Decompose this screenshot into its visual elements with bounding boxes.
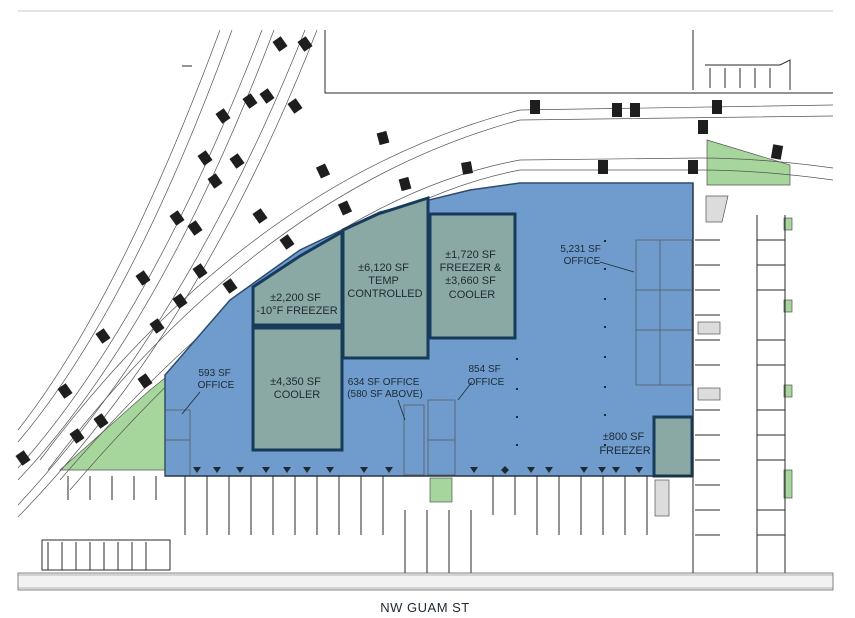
columns: [516, 240, 606, 446]
cooler-4350-line-2: COOLER: [274, 389, 321, 401]
office-854-line-2: OFFICE: [468, 377, 505, 388]
office-593-line-2: OFFICE: [198, 380, 235, 391]
street-name: NW GUAM ST: [380, 600, 470, 615]
space-labels: ±2,200 SF -10°F FREEZER ±6,120 SF TEMP C…: [256, 249, 650, 457]
railroad-ties: [15, 36, 784, 466]
label-freezer-cooler: ±1,720 SF FREEZER & ±3,660 SF COOLER: [440, 249, 505, 301]
north-parking: [182, 30, 833, 94]
freezer-cooler-line-3: ±3,660 SF: [445, 275, 496, 287]
cooler-4350-line-1: ±4,350 SF: [270, 376, 321, 388]
landscape-island-3: [783, 384, 793, 398]
office-854-line-1: 854 SF: [468, 364, 500, 375]
freezer-2200-line-1: ±2,200 SF: [270, 292, 321, 304]
hatched-pads: [654, 195, 729, 517]
south-parking: [41, 475, 693, 573]
rooms: [251, 195, 694, 478]
office-outlines: [164, 239, 693, 477]
freezer-cooler-line-2: FREEZER &: [440, 262, 502, 274]
label-freezer-2200: ±2,200 SF -10°F FREEZER: [256, 292, 337, 317]
freezer-800-line-2: FREEZER: [599, 445, 650, 457]
label-office-634: 634 SF OFFICE (580 SF ABOVE): [347, 377, 423, 400]
label-office-854: 854 SF OFFICE: [468, 364, 505, 388]
office-634-line-1: 634 SF OFFICE: [348, 377, 420, 388]
temp-room-notch: [427, 198, 430, 227]
east-parking: [692, 183, 786, 573]
room-temp-controlled: [341, 195, 430, 360]
office-5231-line-2: OFFICE: [564, 256, 601, 267]
room-freezer-cooler: [428, 212, 517, 340]
room-freezer-2200: [251, 229, 344, 327]
freezer-2200-line-2: -10°F FREEZER: [256, 305, 337, 317]
room-cooler-4350: [251, 326, 344, 452]
office-593-line-1: 593 SF: [198, 368, 230, 379]
label-temp-controlled: ±6,120 SF TEMP CONTROLLED: [347, 262, 422, 300]
freezer-800-line-1: ±800 SF: [603, 431, 645, 443]
label-cooler-4350: ±4,350 SF COOLER: [270, 376, 324, 401]
street-sidewalk: [17, 572, 834, 591]
landscape-west: [59, 377, 166, 471]
temp-6120-line-2: TEMP: [368, 275, 398, 287]
landscape-front-bed: [429, 477, 453, 503]
office-5231-line-1: 5,231 SF: [560, 244, 601, 255]
office-634-line-2: (580 SF ABOVE): [347, 389, 423, 400]
temp-6120-line-3: CONTROLLED: [347, 288, 422, 300]
temp-6120-line-1: ±6,120 SF: [358, 262, 409, 274]
landscape-island-2: [783, 299, 793, 313]
office-labels: 5,231 SF OFFICE 593 SF OFFICE 634 SF OFF…: [198, 244, 603, 400]
room-freezer-800: [652, 415, 694, 478]
label-office-5231: 5,231 SF OFFICE: [560, 244, 603, 267]
label-office-593: 593 SF OFFICE: [198, 368, 235, 391]
freezer-cooler-line-4: COOLER: [449, 289, 496, 301]
leader-lines: [181, 261, 635, 421]
label-freezer-800: ±800 SF FREEZER: [599, 431, 650, 457]
freezer-cooler-line-1: ±1,720 SF: [445, 249, 496, 261]
landscape-island-4: [783, 469, 793, 499]
landscape-island-1: [783, 217, 793, 231]
